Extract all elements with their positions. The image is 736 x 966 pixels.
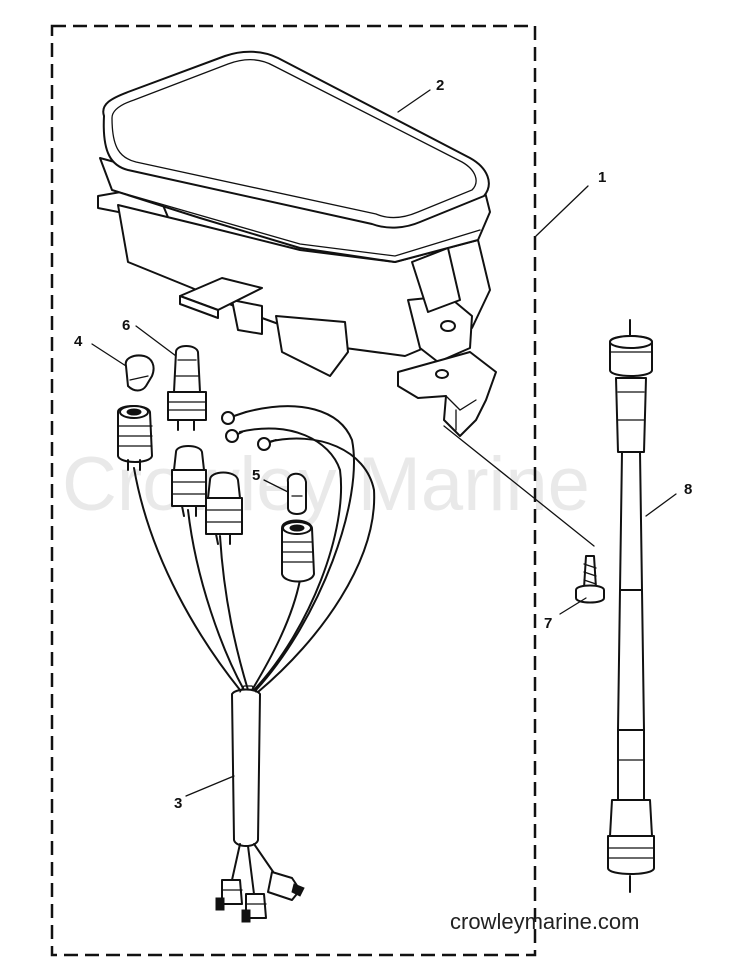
callout-8: 8 <box>684 481 692 498</box>
callout-1: 1 <box>598 169 606 186</box>
speedometer-cable <box>607 319 655 893</box>
callout-6: 6 <box>122 317 130 334</box>
harness-socket-2 <box>205 471 243 545</box>
screw <box>575 555 605 604</box>
assembly-boundary <box>50 24 537 957</box>
footer-url[interactable]: crowleymarine.com <box>450 909 640 934</box>
meter-housing <box>97 50 497 437</box>
callout-2: 2 <box>436 77 444 94</box>
empty-socket-left <box>117 405 153 471</box>
callout-4: 4 <box>74 333 83 350</box>
bulb-6 <box>167 345 207 431</box>
empty-socket-right <box>281 519 315 583</box>
harness-socket-1 <box>171 445 207 517</box>
leader-lines <box>91 89 677 797</box>
bulb-5 <box>286 472 307 515</box>
callout-3: 3 <box>174 795 182 812</box>
callout-7: 7 <box>544 615 552 632</box>
bulb-cap <box>124 354 155 392</box>
callout-5: 5 <box>252 467 260 484</box>
wire-harness <box>133 405 376 923</box>
